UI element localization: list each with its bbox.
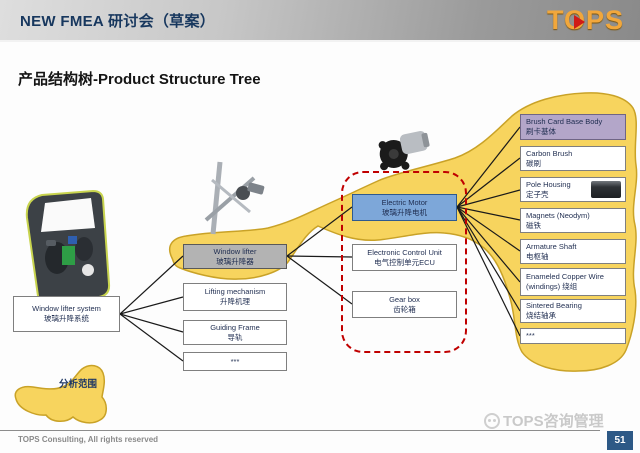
node-magnets: Magnets (Neodym) 磁铁 [520, 208, 626, 233]
copyright-text: TOPS Consulting, All rights reserved [18, 435, 159, 444]
electric-motor-image [378, 130, 430, 171]
node-label: *** [526, 331, 535, 341]
window-regulator-image [204, 161, 265, 235]
watermark-text: TOPS咨询管理 [503, 413, 604, 430]
analysis-scope-label: 分析范围 [59, 379, 98, 390]
connector-lines-level1 [119, 255, 184, 362]
node-label: Pole Housing [526, 179, 571, 189]
node-label: Armature Shaft [526, 241, 577, 251]
node-label-cn: 电枢轴 [526, 251, 549, 261]
node-armature-shaft: Armature Shaft 电枢轴 [520, 239, 626, 264]
node-label: Electric Motor [381, 197, 428, 207]
node-label-cn: 磁铁 [526, 220, 541, 230]
node-label-cn: 玻璃升降系统 [44, 314, 89, 323]
node-lifting-mechanism: Lifting mechanism 升降机理 [183, 283, 287, 311]
page-number: 51 [607, 431, 633, 450]
node-label: Enameled Copper Wire [526, 272, 604, 282]
node-label: Window lifter [213, 246, 257, 256]
node-label-cn: 升降机理 [220, 297, 250, 306]
node-brush-card-base-body: Brush Card Base Body 刷卡基体 [520, 114, 626, 140]
node-label: Guiding Frame [210, 322, 260, 332]
footer-divider [0, 430, 600, 431]
node-guiding-frame: Guiding Frame 导轨 [183, 320, 287, 345]
analysis-scope-small-blob [14, 364, 107, 424]
node-label: Carbon Brush [526, 148, 573, 158]
node-label-cn: 碳刷 [526, 158, 541, 168]
node-enameled-copper-wire: Enameled Copper Wire (windings) 绕组 [520, 268, 626, 296]
focus-dashed-outline [341, 171, 467, 353]
header-bar: NEW FMEA 研讨会（草案） TOPS [0, 0, 640, 42]
node-label: Gear box [389, 294, 420, 304]
node-label: *** [230, 356, 240, 366]
node-label-cn: 刷卡基体 [526, 127, 556, 136]
node-label-cn: 齿轮箱 [393, 304, 416, 314]
node-sintered-bearing: Sintered Bearing 烧结轴承 [520, 299, 626, 323]
node-label: Brush Card Base Body [526, 117, 603, 127]
node-electronic-control-unit: Electronic Control Unit 电气控制单元ECU [352, 244, 457, 271]
node-label-cn: 定子壳 [526, 189, 549, 199]
pole-housing-image [591, 181, 621, 198]
node-window-lifter-system: Window lifter system 玻璃升降系统 [13, 296, 120, 332]
node-gear-box: Gear box 齿轮箱 [352, 291, 457, 318]
watermark: TOPS咨询管理 [484, 410, 604, 431]
page-title: 产品结构树-Product Structure Tree [18, 71, 261, 88]
node-pole-housing: Pole Housing 定子壳 [520, 177, 626, 202]
node-label: Window lifter system [32, 304, 101, 314]
play-icon [573, 15, 585, 29]
node-label-cn: (windings) 绕组 [526, 282, 578, 291]
node-label-cn: 烧结轴承 [526, 311, 556, 320]
node-label-cn: 玻璃升降电机 [382, 207, 427, 217]
node-label: Magnets (Neodym) [526, 210, 590, 220]
node-label-cn: 导轨 [227, 332, 243, 342]
node-carbon-brush: Carbon Brush 碳刷 [520, 146, 626, 171]
node-window-lifter: Window lifter 玻璃升降器 [183, 244, 287, 269]
node-level4-etc: *** [520, 328, 626, 344]
tops-logo-text: TOPS [546, 5, 624, 35]
node-label: Sintered Bearing [526, 301, 582, 311]
node-label-cn: 玻璃升降器 [216, 256, 254, 266]
header-title: NEW FMEA 研讨会（草案） [20, 12, 216, 30]
car-door-image [25, 189, 111, 303]
node-label-cn: 电气控制单元ECU [374, 257, 435, 267]
tops-logo: TOPS [547, 5, 624, 36]
node-electric-motor: Electric Motor 玻璃升降电机 [352, 194, 457, 221]
node-label: Lifting mechanism [204, 287, 266, 297]
node-level2-etc: *** [183, 352, 287, 371]
node-label: Electronic Control Unit [367, 247, 442, 257]
watermark-logo-icon [484, 412, 500, 429]
